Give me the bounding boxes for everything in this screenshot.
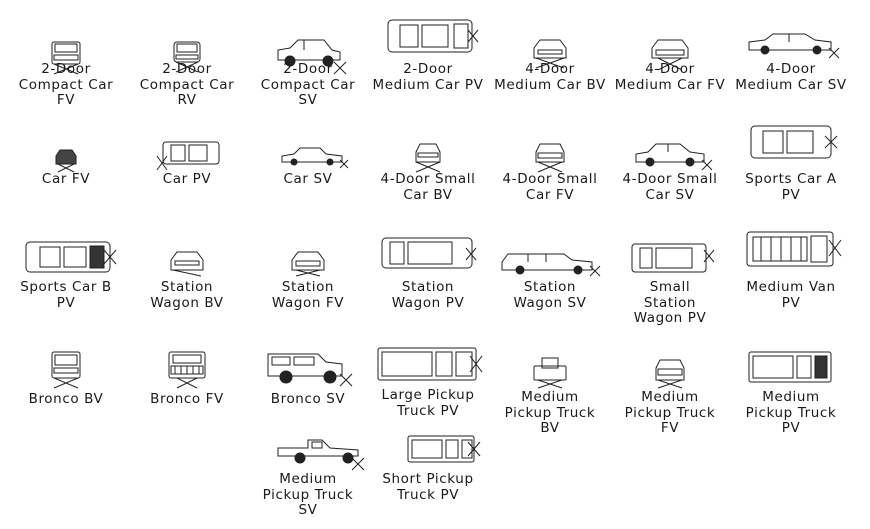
block-label: Bronco SV — [270, 391, 346, 407]
block-label: Car FV — [41, 171, 91, 187]
vehicle-side-view-icon — [248, 432, 368, 480]
vehicle-front-view-icon — [490, 134, 610, 182]
vehicle-back-view-drawing — [490, 352, 610, 400]
vehicle-plan-view-drawing — [731, 228, 851, 276]
vehicle-side-view-drawing — [248, 28, 368, 76]
vehicle-side-view-drawing — [248, 432, 368, 480]
vehicle-plan-view-drawing — [368, 432, 488, 480]
vehicle-back-view-icon — [368, 134, 488, 182]
vehicle-back-view-icon — [6, 348, 126, 396]
vehicle-front-view-drawing — [248, 242, 368, 290]
vehicle-plan-view-icon — [368, 344, 488, 392]
vehicle-front-view-icon — [6, 28, 126, 76]
vehicle-plan-view-icon — [368, 234, 488, 282]
vehicle-back-view-drawing — [490, 28, 610, 76]
vehicle-front-view-drawing — [490, 134, 610, 182]
vehicle-plan-view-icon — [6, 238, 126, 286]
vehicle-front-view-icon — [610, 352, 730, 400]
vehicle-plan-view-icon — [610, 240, 730, 288]
vehicle-back-view-drawing — [6, 348, 126, 396]
vehicle-side-view-drawing — [731, 28, 851, 76]
vehicle-front-view-drawing — [610, 352, 730, 400]
block-label: Car SV — [283, 171, 333, 187]
vehicle-side-view-drawing — [610, 134, 730, 182]
vehicle-plan-view-drawing — [6, 238, 126, 286]
vehicle-side-view-drawing — [248, 134, 368, 182]
vehicle-back-view-icon — [127, 242, 247, 290]
vehicle-side-view-icon — [490, 242, 610, 290]
vehicle-side-view-drawing — [248, 348, 368, 396]
vehicle-front-view-icon — [610, 28, 730, 76]
vehicle-side-view-icon — [610, 134, 730, 182]
vehicle-plan-view-icon — [368, 432, 488, 480]
vehicle-front-view-icon — [6, 134, 126, 182]
vehicle-plan-view-drawing — [368, 344, 488, 392]
vehicle-back-view-drawing — [368, 134, 488, 182]
vehicle-plan-view-icon — [731, 228, 851, 276]
vehicle-plan-view-drawing — [368, 16, 488, 64]
vehicle-side-view-icon — [731, 28, 851, 76]
vehicle-plan-view-drawing — [368, 234, 488, 282]
vehicle-front-view-icon — [127, 348, 247, 396]
vehicle-back-view-drawing — [127, 242, 247, 290]
vehicle-plan-view-icon — [731, 126, 851, 174]
vehicle-side-view-icon — [248, 28, 368, 76]
vehicle-side-view-drawing — [490, 242, 610, 290]
vehicle-plan-view-drawing — [731, 348, 851, 396]
vehicle-side-view-icon — [248, 134, 368, 182]
vehicle-plan-view-icon — [731, 348, 851, 396]
vehicle-plan-view-icon — [127, 134, 247, 182]
vehicle-front-view-icon — [248, 242, 368, 290]
vehicle-plan-view-drawing — [127, 134, 247, 182]
vehicle-plan-view-icon — [368, 16, 488, 64]
vehicle-front-view-drawing — [6, 28, 126, 76]
vehicle-side-view-icon — [248, 348, 368, 396]
vehicle-front-view-drawing — [6, 134, 126, 182]
vehicle-plan-view-drawing — [731, 126, 851, 174]
block-label: Bronco FV — [150, 391, 224, 407]
block-label: Car PV — [162, 171, 212, 187]
vehicle-rear-view-drawing — [127, 28, 247, 76]
vehicle-back-view-icon — [490, 28, 610, 76]
vehicle-rear-view-icon — [127, 28, 247, 76]
vehicle-front-view-drawing — [610, 28, 730, 76]
vehicle-plan-view-drawing — [610, 240, 730, 288]
vehicle-back-view-icon — [490, 352, 610, 400]
block-label: Bronco BV — [28, 391, 104, 407]
vehicle-front-view-drawing — [127, 348, 247, 396]
